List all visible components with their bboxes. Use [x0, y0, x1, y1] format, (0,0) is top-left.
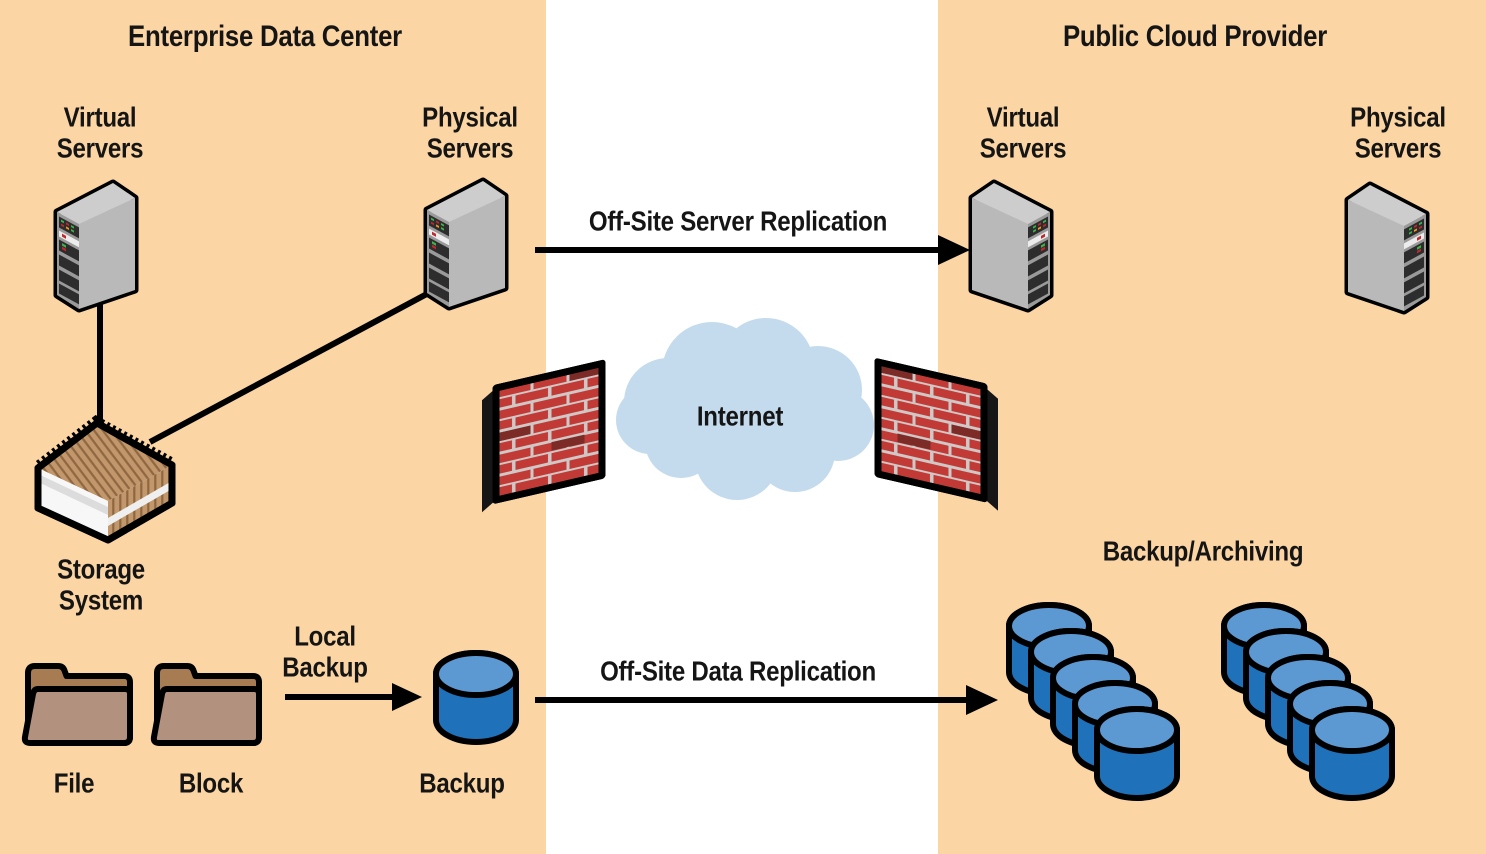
backup-archiving-label: Backup/Archiving [1102, 535, 1304, 567]
offsite-data-replication-label: Off-Site Data Replication [600, 655, 876, 687]
internet-label: Internet [696, 400, 784, 432]
offsite-server-replication-label: Off-Site Server Replication [588, 205, 888, 237]
block-folder-label: Block [178, 767, 244, 799]
backup-archiving-stack-2-icon [1224, 605, 1392, 798]
public-cloud-provider-panel [938, 0, 1486, 854]
cloud-panel-title: Public Cloud Provider [1062, 20, 1328, 54]
cloud-virtual-server-icon [972, 183, 1050, 309]
physical-server-to-storage-line [148, 285, 440, 445]
local-backup-label: Local Backup [282, 620, 368, 683]
cloud-virtual-servers-label: Virtual Servers [979, 101, 1067, 164]
enterprise-virtual-server-icon [57, 183, 135, 309]
backup-archiving-stack-1-icon [1009, 605, 1177, 798]
enterprise-virtual-servers-label: Virtual Servers [56, 101, 144, 164]
storage-array-icon [34, 415, 176, 544]
file-folder-icon [21, 663, 133, 746]
firewall-left-icon [482, 359, 606, 513]
enterprise-panel-title: Enterprise Data Center [128, 20, 402, 54]
local-backup-database-icon [436, 653, 516, 742]
internet-cloud-icon [616, 318, 874, 500]
offsite-data-replication-arrow [535, 685, 998, 715]
cloud-physical-server-icon [1348, 185, 1426, 311]
block-folder-icon [150, 663, 262, 746]
local-backup-arrow [285, 683, 422, 711]
cloud-physical-servers-label: Physical Servers [1350, 101, 1446, 164]
backup-label: Backup [419, 767, 505, 799]
enterprise-physical-server-icon [427, 181, 505, 307]
file-folder-label: File [53, 767, 95, 799]
firewall-right-icon [874, 358, 998, 511]
offsite-server-replication-arrow [535, 235, 970, 265]
enterprise-physical-servers-label: Physical Servers [422, 101, 518, 164]
storage-system-label: Storage System [57, 553, 145, 616]
